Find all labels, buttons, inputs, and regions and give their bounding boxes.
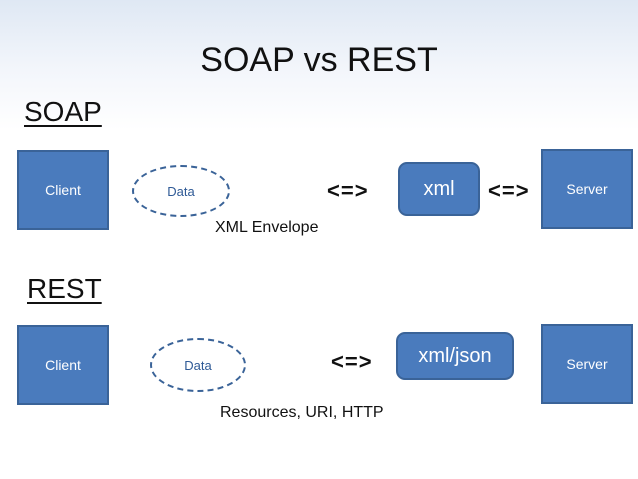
rest-heading: REST xyxy=(27,273,102,304)
slide-title: SOAP vs REST xyxy=(200,41,438,79)
rest-xml-json-label: xml/json xyxy=(418,344,492,367)
rest-data-label: Data xyxy=(184,357,212,373)
rest-server-box: Server xyxy=(541,324,633,404)
soap-data-label: Data xyxy=(167,183,195,199)
soap-xml-label: xml xyxy=(423,177,455,200)
soap-server-label: Server xyxy=(566,181,608,197)
soap-server-box: Server xyxy=(541,149,633,229)
soap-right-arrow: <=> xyxy=(488,178,530,203)
soap-data-ellipse: Data xyxy=(132,165,230,217)
soap-client-label: Client xyxy=(45,182,81,198)
rest-client-box: Client xyxy=(17,325,109,405)
rest-data-ellipse: Data xyxy=(150,338,246,392)
soap-left-arrow: <=> xyxy=(327,178,369,203)
rest-xml-json-pill: xml/json xyxy=(396,332,514,380)
rest-arrow: <=> xyxy=(331,349,373,374)
soap-client-box: Client xyxy=(17,150,109,230)
rest-caption: Resources, URI, HTTP xyxy=(220,404,384,421)
rest-client-label: Client xyxy=(45,357,81,373)
soap-caption: XML Envelope xyxy=(215,219,319,236)
soap-xml-pill: xml xyxy=(398,162,480,216)
soap-heading: SOAP xyxy=(24,96,102,127)
rest-server-label: Server xyxy=(566,356,608,372)
